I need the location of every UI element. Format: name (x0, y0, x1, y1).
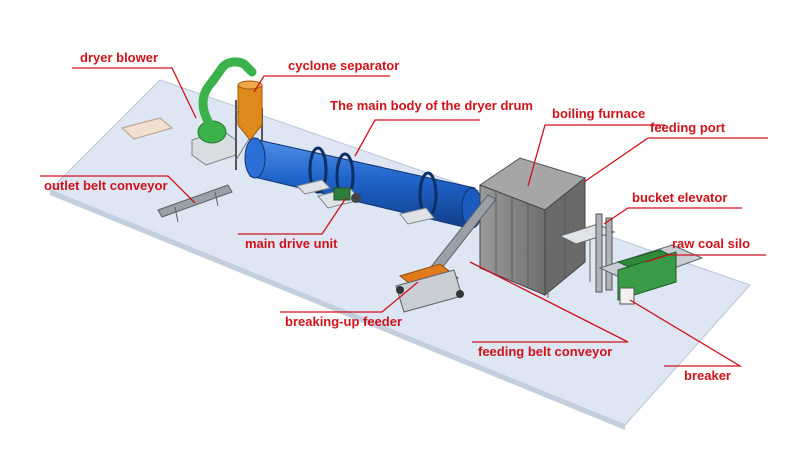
svg-text:cyclone separator: cyclone separator (288, 58, 399, 73)
outlet-belt-conveyor (157, 184, 233, 223)
label-outlet-belt-conveyor: outlet belt conveyor (40, 175, 196, 204)
label-cyclone-separator: cyclone separator (253, 58, 399, 93)
svg-text:breaking-up feeder: breaking-up feeder (285, 314, 402, 329)
dryer-drum (244, 137, 483, 229)
svg-text:breaker: breaker (684, 368, 731, 383)
svg-text:main drive unit: main drive unit (245, 236, 338, 251)
label-boiling-furnace: boiling furnace (527, 106, 665, 187)
label-raw-coal-silo: raw coal silo (645, 236, 766, 263)
bucket-elevator (547, 213, 616, 298)
svg-text:feeding belt conveyor: feeding belt conveyor (478, 344, 612, 359)
label-main-drive-unit: main drive unit (238, 197, 347, 251)
label-breaker: breaker (629, 299, 743, 383)
boiling-furnace (478, 157, 587, 297)
blower-base (120, 117, 174, 140)
label-feeding-port: feeding port (583, 120, 768, 183)
svg-text:outlet belt conveyor: outlet belt conveyor (44, 178, 168, 193)
svg-text:The main body of the dryer dru: The main body of the dryer drum (330, 98, 533, 113)
svg-text:dryer blower: dryer blower (80, 50, 158, 65)
floor-slab-edge (50, 190, 625, 430)
breaking-up-feeder (395, 263, 464, 313)
label-dryer-drum: The main body of the dryer drum (330, 98, 533, 157)
blower-air-pipe (198, 57, 257, 133)
label-feeding-belt-conveyor: feeding belt conveyor (469, 261, 629, 359)
floor-slab (49, 79, 751, 426)
svg-text:boiling furnace: boiling furnace (552, 106, 645, 121)
label-bucket-elevator: bucket elevator (603, 190, 742, 225)
label-dryer-blower: dryer blower (72, 50, 197, 119)
svg-text:bucket elevator: bucket elevator (632, 190, 727, 205)
svg-text:feeding port: feeding port (650, 120, 726, 135)
main-drive-unit (333, 187, 361, 203)
svg-text:raw coal silo: raw coal silo (672, 236, 750, 251)
label-breaking-up-feeder: breaking-up feeder (280, 281, 419, 329)
